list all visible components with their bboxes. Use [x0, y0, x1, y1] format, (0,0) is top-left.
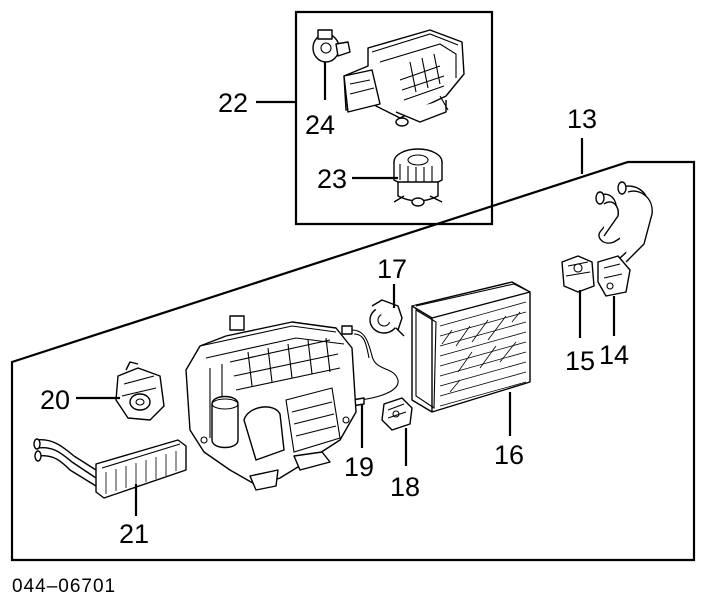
- main-assembly-frame: [10, 160, 696, 562]
- callout-21: 21: [119, 519, 149, 549]
- callout-20: 20: [40, 385, 70, 415]
- part-22-blower-unit: [343, 29, 465, 127]
- part-18-bracket: [381, 397, 413, 431]
- callout-14: 14: [599, 340, 629, 370]
- callout-15: 15: [565, 346, 595, 376]
- callout-23: 23: [317, 164, 347, 194]
- callout-24: 24: [305, 110, 335, 140]
- callout-18: 18: [390, 472, 420, 502]
- catalog-code: 044–06701: [12, 576, 116, 597]
- part-20-servo-motor: [115, 361, 165, 421]
- heater-unit-housing: [185, 315, 357, 491]
- part-17-servo-motor: [369, 299, 405, 337]
- callout-17: 17: [377, 254, 407, 284]
- leader-lines: [76, 62, 616, 516]
- callout-13: 13: [567, 104, 597, 134]
- part-15-expansion-valve: [561, 255, 595, 293]
- part-24-servo-motor: [312, 29, 351, 63]
- part-21-heater-core: [33, 438, 187, 499]
- upper-inset-frame: [294, 10, 494, 226]
- callout-19: 19: [344, 452, 374, 482]
- part-14-pipe-assembly: [595, 181, 653, 297]
- callout-labels: 22 24 23 13 14 15 16 17 18 19 20 21: [40, 88, 629, 549]
- part-23-blower-motor: [393, 148, 443, 207]
- part-16-evaporator: [411, 281, 531, 413]
- callout-16: 16: [494, 440, 524, 470]
- callout-22: 22: [218, 88, 248, 118]
